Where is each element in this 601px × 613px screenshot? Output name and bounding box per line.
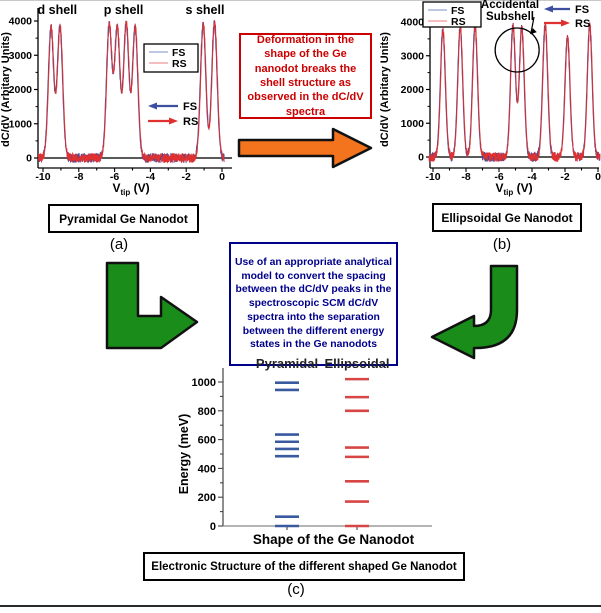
- svg-text:0: 0: [26, 153, 32, 165]
- svg-text:s shell: s shell: [186, 3, 225, 17]
- svg-text:2000: 2000: [9, 84, 33, 96]
- caption-pyramidal-text: Pyramidal Ge Nanodot: [59, 211, 188, 226]
- svg-text:-4: -4: [527, 171, 536, 183]
- svg-text:1000: 1000: [192, 377, 216, 389]
- svg-text:2000: 2000: [401, 84, 425, 96]
- svg-text:0: 0: [219, 171, 225, 183]
- svg-text:-6: -6: [110, 171, 119, 183]
- svg-text:-10: -10: [35, 171, 50, 183]
- svg-text:dC/dV (Arbitary Units): dC/dV (Arbitary Units): [379, 32, 391, 147]
- svg-text:RS: RS: [451, 16, 466, 28]
- svg-text:0: 0: [418, 152, 424, 164]
- svg-text:-6: -6: [494, 171, 503, 183]
- svg-text:-2: -2: [560, 171, 569, 183]
- svg-text:600: 600: [198, 435, 216, 447]
- caption-ellipsoidal-text: Ellipsoidal Ge Nanodot: [441, 210, 573, 225]
- panel-label-c: (c): [287, 581, 305, 598]
- svg-text:0: 0: [210, 521, 216, 533]
- svg-text:FS: FS: [451, 5, 464, 17]
- svg-text:Vtip (V): Vtip (V): [496, 181, 533, 197]
- svg-text:1000: 1000: [9, 118, 33, 130]
- svg-text:FS: FS: [575, 4, 589, 16]
- plot-energy-levels: 0 200 400 600 800 1000 Pyramidal EllipsoidalSha…: [177, 356, 432, 547]
- svg-text:1000: 1000: [401, 118, 425, 130]
- flow-arrow-down-left-icon: [430, 264, 519, 360]
- svg-text:RS: RS: [183, 116, 198, 128]
- caption-energy-box: Electronic Structure of the different sh…: [143, 552, 465, 581]
- caption-ellipsoidal-box: Ellipsoidal Ge Nanodot: [432, 203, 582, 232]
- panel-label-a: (a): [109, 236, 129, 253]
- flow-arrow-right-icon: [237, 127, 373, 169]
- svg-text:p shell: p shell: [104, 3, 144, 17]
- flow-arrow-down-right-icon: [105, 261, 199, 350]
- deformation-note-box: Deformation in the shape of the Ge nanod…: [239, 33, 372, 119]
- svg-text:Vtip (V): Vtip (V): [113, 181, 150, 197]
- svg-text:Shape of the Ge Nanodot: Shape of the Ge Nanodot: [253, 532, 415, 547]
- deformation-note-text: Deformation in the shape of the Ge nanod…: [247, 34, 364, 118]
- svg-text:dC/dV (Arbitary Units): dC/dV (Arbitary Units): [0, 32, 12, 147]
- svg-text:Pyramidal: Pyramidal: [256, 356, 318, 371]
- svg-text:Subshell: Subshell: [486, 11, 534, 23]
- analytical-model-note-text: Use of an appropriate analytical model t…: [234, 256, 393, 351]
- svg-text:Accidental: Accidental: [481, 0, 539, 11]
- svg-text:0: 0: [595, 171, 601, 183]
- svg-text:-8: -8: [74, 171, 83, 183]
- svg-text:Energy (meV): Energy (meV): [177, 414, 191, 495]
- svg-text:-2: -2: [182, 171, 191, 183]
- svg-text:d shell: d shell: [38, 3, 78, 17]
- svg-text:-4: -4: [146, 171, 155, 183]
- svg-text:FS: FS: [172, 47, 185, 59]
- caption-energy-text: Electronic Structure of the different sh…: [151, 560, 457, 573]
- svg-text:4000: 4000: [9, 16, 33, 28]
- caption-pyramidal-box: Pyramidal Ge Nanodot: [48, 204, 199, 233]
- svg-text:Ellipsoidal: Ellipsoidal: [324, 356, 389, 371]
- svg-text:RS: RS: [172, 58, 187, 70]
- svg-text:RS: RS: [575, 18, 590, 30]
- svg-text:FS: FS: [183, 101, 197, 113]
- svg-text:3000: 3000: [401, 50, 425, 62]
- svg-text:400: 400: [198, 463, 216, 475]
- panel-label-b: (b): [492, 236, 512, 253]
- figure-border-bottom: [0, 605, 601, 607]
- svg-text:200: 200: [198, 492, 216, 504]
- analytical-model-note-box: Use of an appropriate analytical model t…: [229, 242, 398, 366]
- svg-text:3000: 3000: [9, 50, 33, 62]
- svg-text:-8: -8: [461, 171, 470, 183]
- svg-text:-10: -10: [425, 171, 440, 183]
- svg-text:4000: 4000: [401, 17, 425, 29]
- svg-text:800: 800: [198, 406, 216, 418]
- figure-border-top: [0, 0, 601, 1]
